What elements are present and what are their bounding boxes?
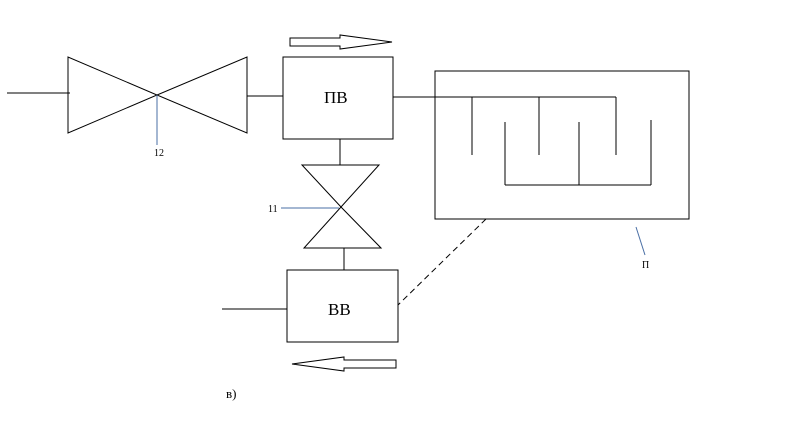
box-pv-label: ПВ: [324, 88, 348, 107]
exchanger-leader: [635, 226, 646, 256]
valve-11: [300, 164, 383, 249]
box-vv: [286, 269, 399, 343]
box-vv-label: ВВ: [328, 300, 351, 319]
figure-caption: в): [226, 386, 236, 401]
flow-arrow-left: [291, 356, 397, 372]
box-pv: [282, 56, 394, 140]
valve-12-label: 12: [154, 148, 164, 159]
flow-arrow-right: [289, 34, 393, 50]
heat-exchanger: [434, 70, 690, 220]
valve-11-label: 11: [268, 204, 278, 215]
valve-12: [67, 56, 248, 134]
dashed-link: [397, 218, 487, 306]
exchanger-label: П: [642, 260, 649, 271]
